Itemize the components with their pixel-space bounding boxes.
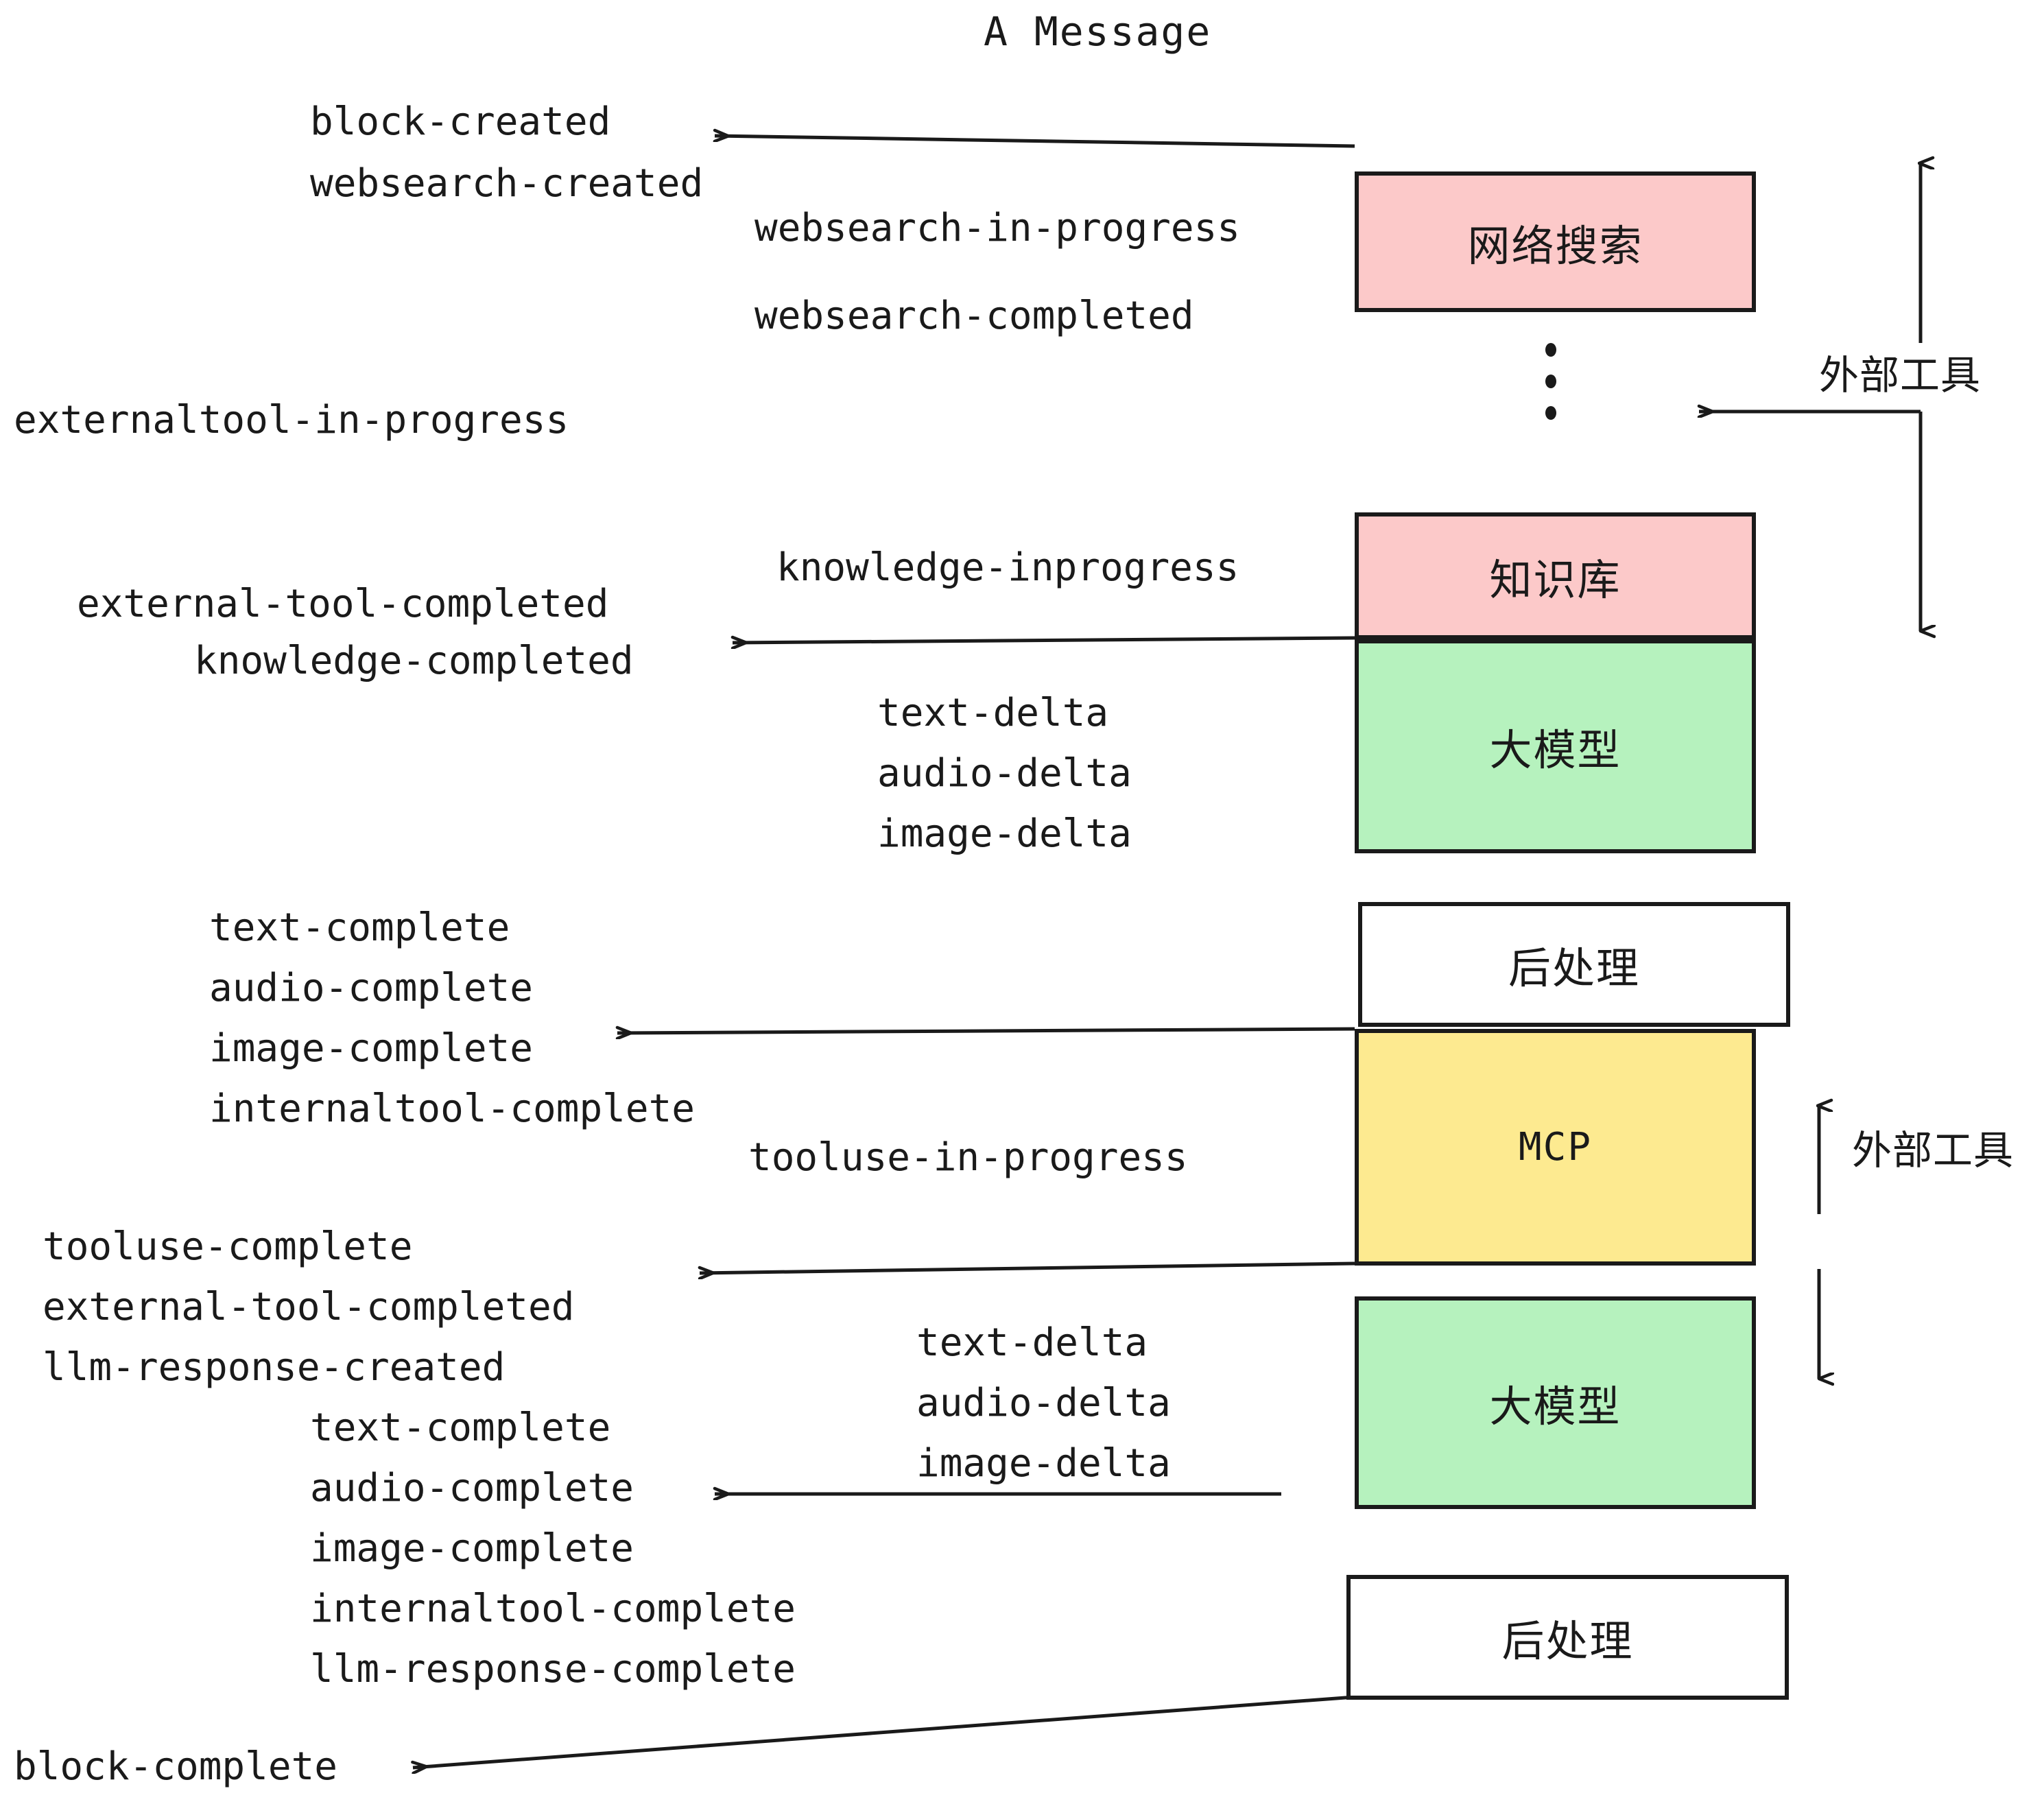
event-internaltool-complete-1: internaltool-complete [209,1087,696,1131]
group-label-external-tool-bottom: 外部工具 [1852,1127,2015,1174]
event-text-complete-1: text-complete [209,905,510,950]
node-postprocess-2-label: 后处理 [1501,1616,1634,1666]
event-tooluse-in-progress: tooluse-in-progress [748,1135,1188,1180]
event-image-complete-2: image-complete [310,1526,634,1571]
event-knowledge-inprogress: knowledge-inprogress [776,545,1239,590]
event-text-delta-2: text-delta [916,1320,1148,1365]
node-llm-2-label: 大模型 [1489,1381,1621,1432]
event-image-delta-2: image-delta [916,1441,1171,1486]
event-websearch-created: websearch-created [310,161,704,206]
arrow-websearch-to-block [715,136,1355,148]
event-internaltool-complete-2: internaltool-complete [310,1587,796,1631]
event-image-complete-1: image-complete [209,1026,534,1071]
group-label-external-tool-top: 外部工具 [1819,352,1982,399]
event-image-delta-1: image-delta [877,811,1132,856]
page-title: A Message [984,8,1212,55]
node-postprocess-2[interactable]: 后处理 [1346,1575,1789,1700]
event-external-tool-completed-2: external-tool-completed [43,1285,575,1329]
event-audio-delta-2: audio-delta [916,1381,1171,1425]
node-llm-1-label: 大模型 [1489,725,1621,775]
node-postprocess-1[interactable]: 后处理 [1358,902,1790,1027]
event-websearch-in-progress: websearch-in-progress [754,206,1241,250]
node-postprocess-1-label: 后处理 [1508,943,1640,993]
event-text-complete-2: text-complete [310,1405,611,1450]
event-block-complete: block-complete [14,1744,338,1789]
arrow-mcp-to-tooluse-complete [700,1261,1355,1273]
arrow-post1-to-image-complete [617,1029,1355,1033]
event-websearch-completed: websearch-completed [754,294,1194,338]
node-knowledge-base-label: 知识库 [1489,554,1621,605]
event-external-tool-completed-1: external-tool-completed [77,582,609,626]
node-websearch-label: 网络搜索 [1467,220,1643,271]
event-llm-response-complete: llm-response-complete [310,1647,796,1692]
event-knowledge-completed: knowledge-completed [194,639,634,683]
event-tooluse-complete: tooluse-complete [43,1224,413,1269]
node-mcp[interactable]: MCP [1355,1029,1756,1266]
event-text-delta-1: text-delta [877,691,1109,735]
node-knowledge-base[interactable]: 知识库 [1355,512,1756,639]
event-audio-complete-2: audio-complete [310,1466,634,1510]
event-audio-complete-1: audio-complete [209,966,534,1010]
node-llm-2[interactable]: 大模型 [1355,1296,1756,1509]
event-block-created: block-created [310,99,611,144]
vertical-ellipsis-icon [1545,343,1556,420]
node-mcp-label: MCP [1518,1125,1593,1170]
event-externaltool-in-progress: externaltool-in-progress [14,398,569,442]
event-audio-delta-1: audio-delta [877,751,1132,796]
event-llm-response-created: llm-response-created [43,1345,506,1390]
node-websearch[interactable]: 网络搜索 [1355,171,1756,312]
node-llm-1[interactable]: 大模型 [1355,639,1756,853]
arrow-knowledge-to-completed [733,638,1355,643]
arrow-post2-to-block-complete [413,1695,1355,1768]
